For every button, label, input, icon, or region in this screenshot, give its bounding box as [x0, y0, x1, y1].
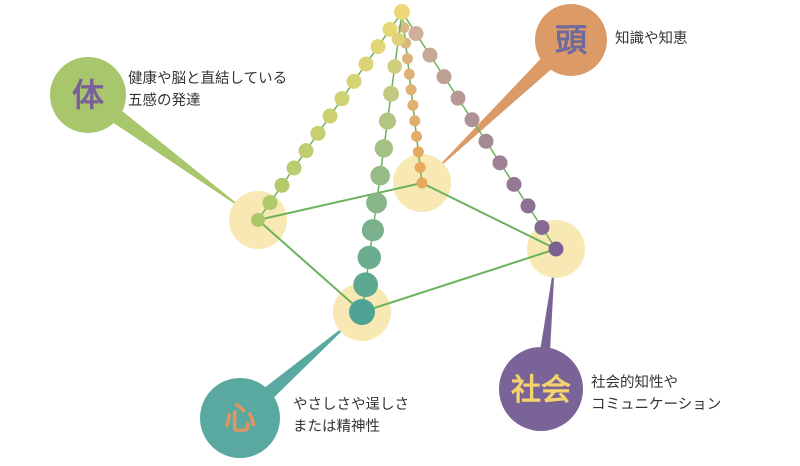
society-chain-dot	[534, 219, 550, 235]
body-badge	[50, 57, 126, 133]
society-chain-dot	[450, 90, 466, 106]
heart-society-link	[361, 248, 557, 313]
body-chain-dot	[262, 195, 278, 211]
society-chain-dot	[408, 26, 424, 42]
body-desc-line1: 健康や脳と直結している	[128, 71, 288, 87]
heart-chain-dot	[387, 59, 402, 74]
society-desc-line2: コミュニケーション	[591, 397, 722, 413]
heart-chain-dot	[366, 192, 387, 214]
heart-badge	[200, 378, 280, 458]
body-pointer	[82, 87, 252, 216]
head-chain-dot	[403, 68, 415, 80]
head-chain-dot	[411, 130, 423, 142]
society-chain-dot	[548, 241, 564, 257]
head-chain-dot	[407, 99, 419, 111]
body-desc-line2: 五感の発達	[128, 93, 201, 109]
head-chain-dot	[412, 146, 424, 158]
body-chain-dot	[370, 39, 386, 55]
head-badge-label: 頭	[555, 21, 588, 59]
head-chain-dot	[405, 84, 417, 96]
body-chain-dot	[298, 143, 314, 159]
body-chain-dot	[251, 213, 265, 227]
society-chain-dot	[506, 176, 522, 192]
body-chain-dot	[286, 160, 302, 176]
head-desc-line1: 知識や知恵	[615, 31, 688, 47]
body-heart-link	[257, 219, 363, 313]
heart-chain-dot	[353, 272, 378, 298]
heart-chain-dot	[357, 245, 382, 270]
body-description: 健康や脳と直結している 五感の発達	[128, 68, 287, 112]
apex-dot	[394, 4, 410, 20]
body-chain-dot	[358, 56, 374, 72]
body-chain-dot	[322, 108, 338, 124]
head-chain-dot	[416, 177, 428, 189]
body-chain-dot	[346, 73, 362, 89]
heart-chain-dot	[383, 85, 399, 102]
society-chain-line	[401, 11, 557, 250]
body-chain-dot	[382, 21, 398, 37]
body-head-link	[257, 182, 423, 221]
heart-chain-dot	[370, 165, 390, 186]
head-chain-dot	[398, 22, 410, 34]
heart-chain-dot	[349, 299, 375, 325]
society-chain-dot	[520, 198, 536, 214]
heart-chain-dot	[374, 139, 393, 158]
heart-description: やさしさや逞しさ または精神性	[293, 394, 409, 438]
body-chain-dot	[310, 125, 326, 141]
society-desc-line1: 社会的知性や	[591, 375, 678, 391]
society-chain-dot	[492, 155, 508, 171]
heart-chain-dot	[361, 219, 384, 242]
society-chain-dot	[422, 47, 438, 63]
head-chain-dot	[414, 161, 426, 173]
heart-chain-dot	[378, 112, 397, 130]
body-chain-dot	[274, 177, 290, 193]
head-description: 知識や知恵	[615, 28, 688, 50]
society-chain-dot	[464, 112, 480, 128]
heart-desc-line2: または精神性	[293, 419, 380, 435]
head-society-link	[421, 182, 557, 250]
head-chain-dot	[409, 115, 421, 127]
body-chain-dot	[334, 91, 350, 107]
society-chain-dot	[436, 69, 452, 85]
head-pointer	[427, 33, 578, 178]
society-description: 社会的知性や コミュニケーション	[591, 372, 721, 416]
society-badge-label: 社会	[511, 373, 571, 408]
body-badge-label: 体	[72, 76, 104, 114]
heart-badge-label: 心	[224, 399, 256, 437]
head-chain-dot	[401, 53, 413, 65]
heart-chain-dot	[391, 32, 406, 46]
society-badge	[499, 347, 583, 431]
head-badge	[535, 4, 607, 76]
heart-desc-line1: やさしさや逞しさ	[293, 397, 409, 413]
society-chain-dot	[478, 133, 494, 149]
